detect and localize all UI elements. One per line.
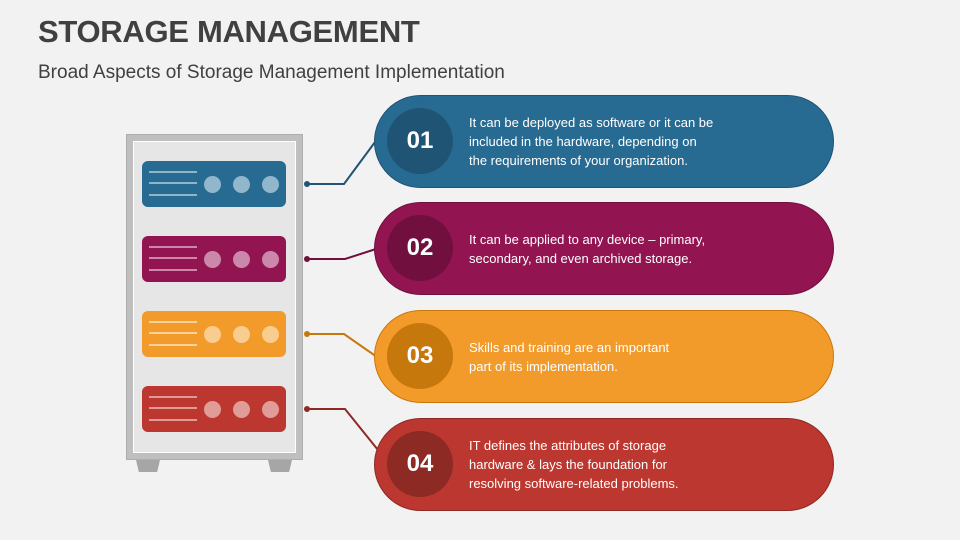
text-line: the requirements of your organization. bbox=[469, 153, 688, 168]
vent-line bbox=[149, 246, 197, 248]
text-line: resolving software-related problems. bbox=[469, 476, 679, 491]
vent-line bbox=[149, 396, 197, 398]
aspect-card-2: 02 It can be applied to any device – pri… bbox=[374, 202, 834, 295]
aspect-text: It can be deployed as software or it can… bbox=[469, 96, 769, 187]
aspect-card-3: 03 Skills and training are an important … bbox=[374, 310, 834, 403]
led-icon bbox=[233, 401, 250, 418]
vent-line bbox=[149, 171, 197, 173]
vent-line bbox=[149, 194, 197, 196]
led-icon bbox=[262, 326, 279, 343]
led-icon bbox=[233, 326, 250, 343]
led-icon bbox=[262, 401, 279, 418]
led-icon bbox=[204, 176, 221, 193]
text-line: part of its implementation. bbox=[469, 358, 618, 374]
led-icon bbox=[204, 326, 221, 343]
number-badge: 01 bbox=[387, 108, 453, 174]
vent-line bbox=[149, 332, 197, 334]
aspect-card-1: 01 It can be deployed as software or it … bbox=[374, 95, 834, 188]
led-icon bbox=[204, 251, 221, 268]
number-badge: 03 bbox=[387, 323, 453, 389]
connector-3 bbox=[304, 331, 378, 358]
server-bay-3 bbox=[142, 311, 286, 357]
led-icon bbox=[233, 251, 250, 268]
connector-4 bbox=[304, 406, 379, 451]
led-icon bbox=[262, 176, 279, 193]
connector-1 bbox=[304, 137, 379, 187]
led-icon bbox=[204, 401, 221, 418]
vent-line bbox=[149, 182, 197, 184]
server-foot-left bbox=[136, 460, 160, 472]
vent-line bbox=[149, 344, 197, 346]
server-bay-4 bbox=[142, 386, 286, 432]
aspect-text: Skills and training are an important par… bbox=[469, 311, 769, 402]
text-line: It can be deployed as software or it can… bbox=[469, 115, 714, 130]
aspect-card-4: 04 IT defines the attributes of storage … bbox=[374, 418, 834, 511]
led-icon bbox=[262, 251, 279, 268]
text-line: hardware & lays the foundation for bbox=[469, 457, 668, 472]
text-line: Skills and training are an important bbox=[469, 339, 670, 355]
slide-title: STORAGE MANAGEMENT bbox=[38, 14, 420, 49]
led-icon bbox=[233, 176, 250, 193]
server-foot-right bbox=[268, 460, 292, 472]
text-line: It can be applied to any device – primar… bbox=[469, 231, 706, 247]
vent-line bbox=[149, 419, 197, 421]
number-badge: 02 bbox=[387, 215, 453, 281]
vent-line bbox=[149, 407, 197, 409]
aspect-text: IT defines the attributes of storage har… bbox=[469, 419, 769, 510]
vent-line bbox=[149, 269, 197, 271]
aspect-text: It can be applied to any device – primar… bbox=[469, 203, 769, 294]
text-line: secondary, and even archived storage. bbox=[469, 250, 693, 266]
server-bay-2 bbox=[142, 236, 286, 282]
text-line: IT defines the attributes of storage bbox=[469, 438, 667, 453]
number-badge: 04 bbox=[387, 431, 453, 497]
vent-line bbox=[149, 257, 197, 259]
slide-subtitle: Broad Aspects of Storage Management Impl… bbox=[38, 62, 505, 83]
text-line: included in the hardware, depending on bbox=[469, 134, 697, 149]
server-bay-1 bbox=[142, 161, 286, 207]
vent-line bbox=[149, 321, 197, 323]
connector-2 bbox=[304, 248, 377, 262]
